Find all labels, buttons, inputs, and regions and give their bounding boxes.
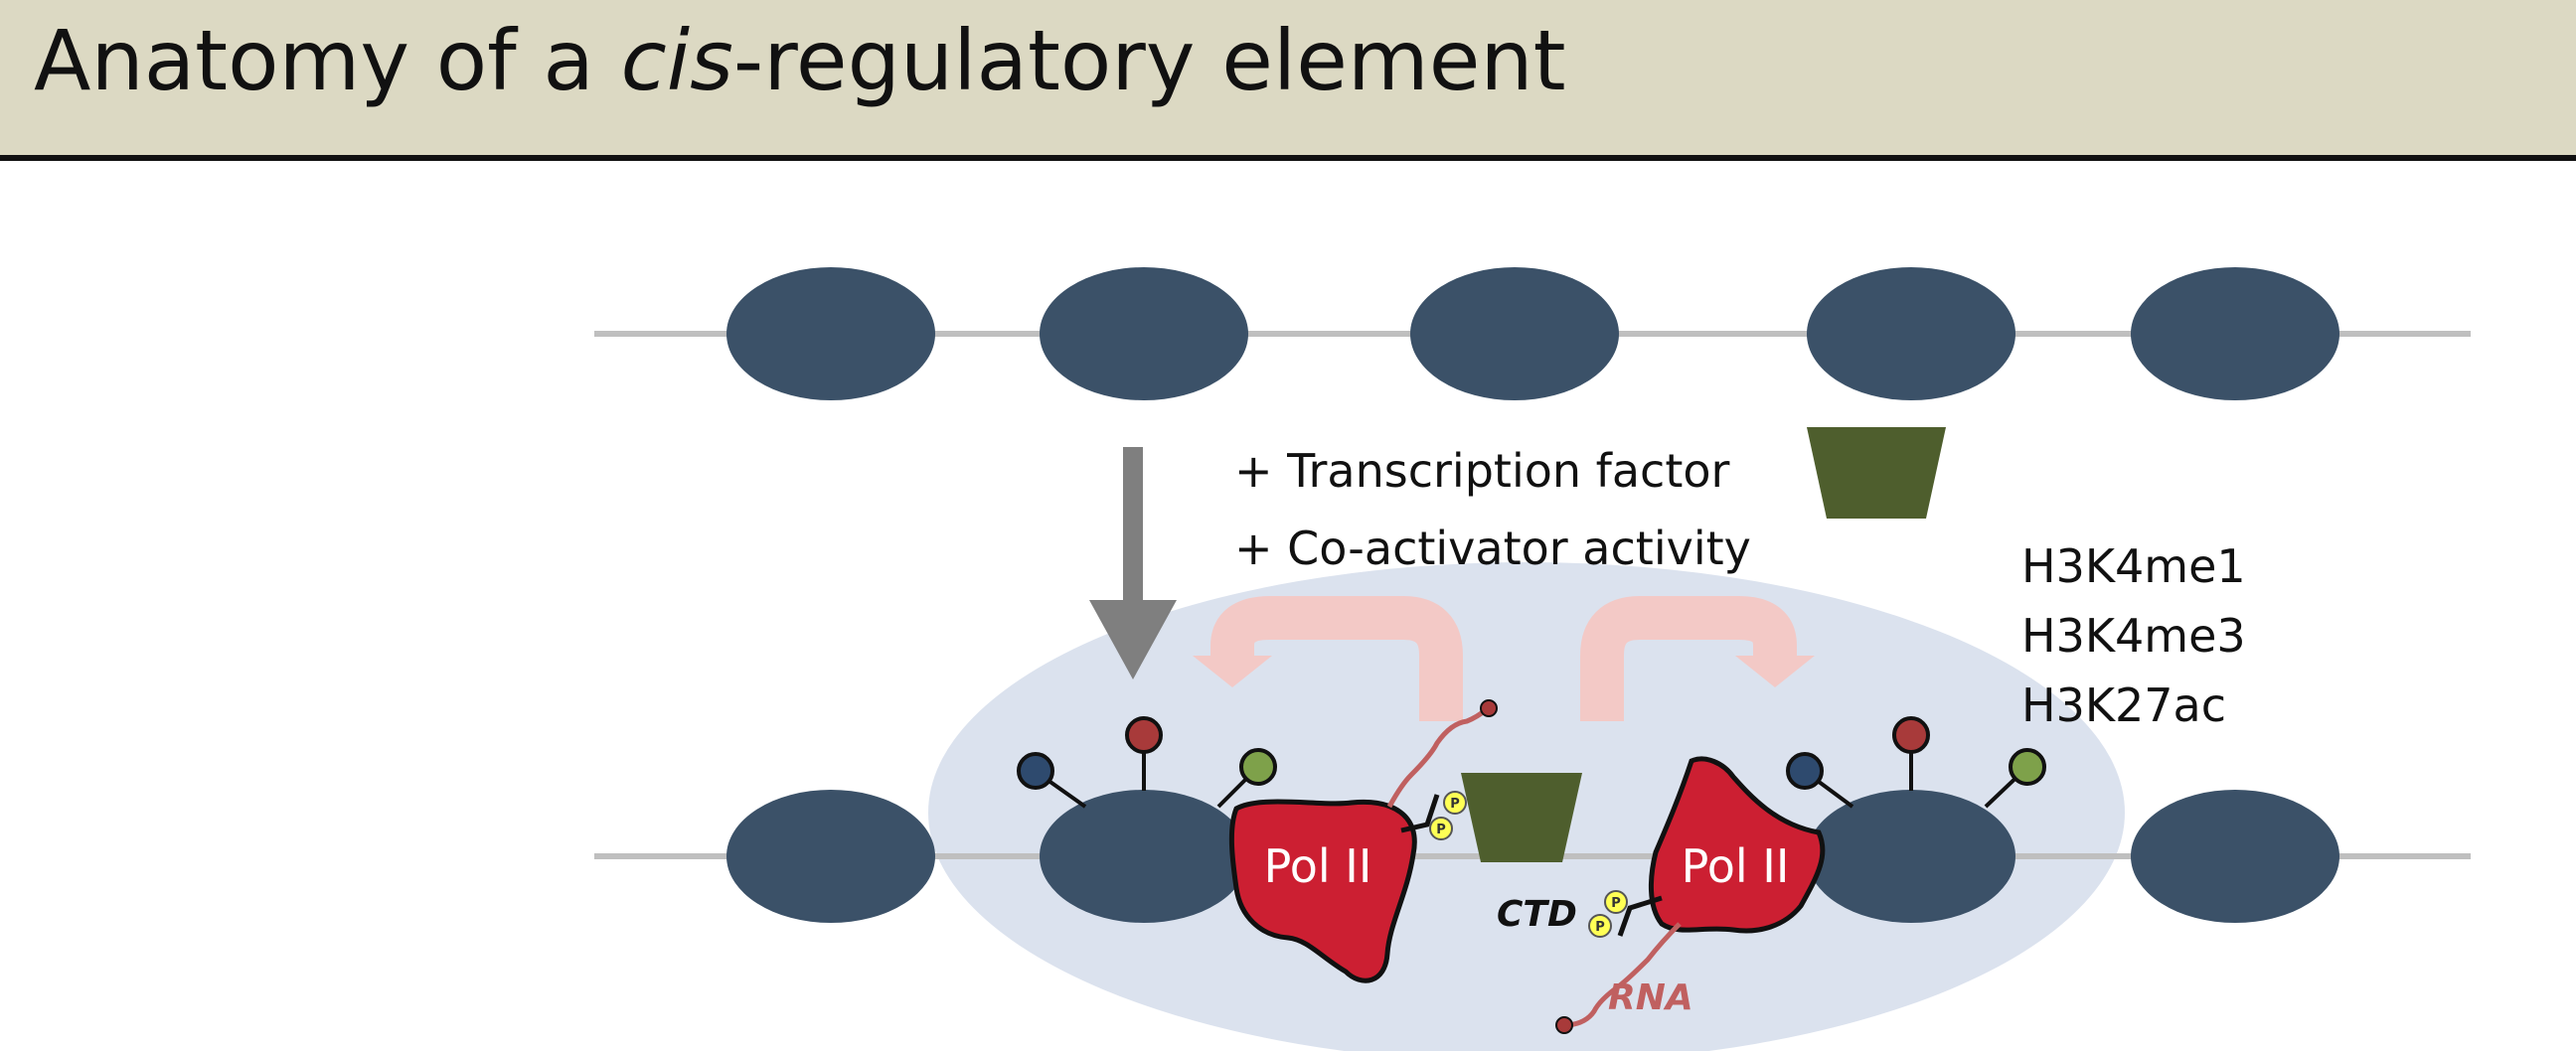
nucleosome-top-4 [1807,267,2015,400]
phospho-group [1443,791,1467,815]
nucleosome-top-3 [1410,267,1619,400]
nucleosome-bottom-4 [2131,790,2339,923]
phospho-label: P [1450,797,1460,812]
phospho-group [1604,890,1628,914]
curved-arrow-right [1580,596,1797,721]
phospho-group [1429,817,1453,840]
rna-cap [1480,699,1498,717]
transcription-factor-bound [1461,773,1582,862]
title-suffix: -regulatory element [732,12,1566,109]
slide-title: Anatomy of a cis-regulatory element [34,0,1566,155]
nucleosome-bottom-1 [726,790,935,923]
title-prefix: Anatomy of a [34,12,621,109]
mark-blue-circle [1786,752,1824,790]
phospho-label: P [1611,896,1621,911]
histone-mark-label-1: H3K4me1 [2021,539,2246,593]
ctd-label: CTD [1497,894,1577,935]
histone-mark-label-2: H3K4me3 [2021,609,2246,663]
histone-marks-left [1017,716,1277,809]
step-label-tf: + Transcription factor [1234,444,1729,498]
mark-green-circle [1239,748,1277,786]
nucleosome-bottom-3 [1807,790,2015,923]
nucleosome-top-5 [2131,267,2339,400]
mark-red-circle [1892,716,1930,754]
rna-strand-right [1567,922,1682,1028]
transcription-factor-free [1807,427,1946,519]
down-arrow [1089,447,1177,679]
pol-ii-right: Pol II P P [1555,756,1826,1034]
nucleosome-top-1 [726,267,935,400]
title-bar: Anatomy of a cis-regulatory element [0,0,2576,161]
mark-green-circle [2009,748,2046,786]
histone-marks-right [1786,716,2046,809]
step-label-coactivator: + Co-activator activity [1234,522,1751,575]
curved-arrow-left [1210,596,1463,721]
curved-arrow-left-head [1193,656,1272,687]
phospho-group [1588,914,1612,938]
rna-strand-left [1386,707,1489,809]
mark-red-circle [1125,716,1163,754]
curved-arrow-right-head [1735,656,1815,687]
pol-ii-left: Pol II P P [1228,699,1498,983]
rna-cap [1555,1016,1573,1034]
rna-label: RNA [1608,977,1693,1018]
phospho-label: P [1436,823,1446,837]
pol-ii-right-label: Pol II [1682,839,1790,893]
title-italic: cis [620,12,733,109]
nucleosome-bottom-2 [1040,790,1248,923]
histone-mark-label-3: H3K27ac [2021,678,2226,732]
phospho-label: P [1595,920,1605,935]
nucleosome-top-2 [1040,267,1248,400]
pol-ii-left-label: Pol II [1264,839,1372,893]
mark-blue-circle [1017,752,1054,790]
